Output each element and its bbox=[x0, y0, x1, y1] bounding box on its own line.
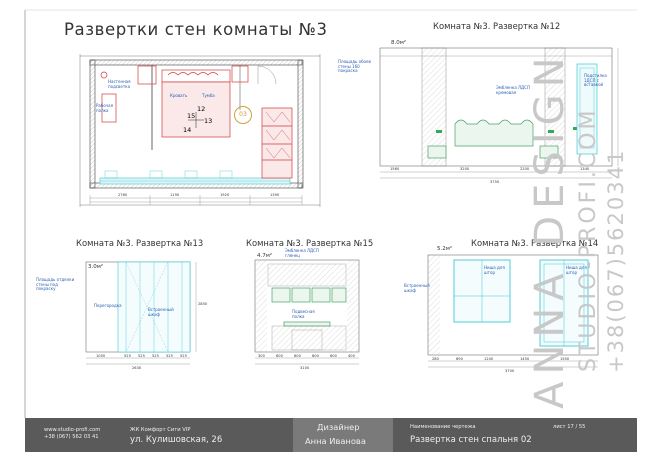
dim: 690 bbox=[456, 357, 464, 361]
dim: 600 bbox=[294, 354, 302, 358]
title-block: www.studio-profi.com +38 (067) 562 03 41… bbox=[25, 418, 637, 452]
dim: 525 bbox=[180, 354, 187, 358]
plan-dim: 1920 bbox=[220, 193, 230, 197]
plan-note: Тумба bbox=[202, 93, 215, 98]
footer-address: ул. Кулишовская, 26 bbox=[130, 435, 223, 445]
room-number-badge: 03 bbox=[234, 106, 252, 124]
panel-13-area: 3.0м² bbox=[88, 264, 104, 270]
note: Площадь отделки стены под покраску bbox=[36, 277, 75, 292]
note: Ниша для штор bbox=[484, 265, 505, 275]
footer-designer-label: Дизайнер bbox=[317, 422, 360, 432]
plan-note: Настенная подсветка bbox=[108, 79, 131, 89]
footer-drawing-name: Развертка стен спальня 02 bbox=[410, 435, 532, 445]
note: Встроенный шкаф bbox=[148, 307, 174, 317]
dim-height: 2850 bbox=[198, 302, 208, 306]
footer-site: www.studio-profi.com bbox=[44, 427, 101, 433]
dim: 400 bbox=[348, 354, 356, 358]
footer-designer-name: Анна Иванова bbox=[305, 436, 366, 446]
note: Ниша для штор bbox=[566, 265, 587, 275]
dim-total: 3100 bbox=[300, 366, 310, 370]
note: Встроенный шкаф bbox=[404, 283, 430, 293]
plan-marker: 14 bbox=[183, 126, 191, 134]
note: Перегородка bbox=[94, 303, 122, 308]
plan-dim: 1390 bbox=[270, 193, 280, 197]
dim: 600 bbox=[312, 354, 320, 358]
dim: 525 bbox=[138, 354, 145, 358]
brand-watermark-phone: +38(067)5620341 bbox=[604, 148, 628, 373]
dim: 1500 bbox=[560, 357, 570, 361]
footer-complex: ЖК Комфорт Сити VIP bbox=[130, 427, 191, 433]
brand-watermark-site: STUDIO-PROFI.COM bbox=[576, 107, 601, 372]
dim: 525 bbox=[152, 354, 159, 358]
dim: 1050 bbox=[96, 354, 106, 358]
panel-15-area: 4.7м² bbox=[257, 253, 273, 259]
note: Эмбленка ЛДСП кремовая bbox=[496, 85, 530, 95]
footer-phone: +38 (067) 562 03 41 bbox=[44, 434, 99, 440]
panel-12-title: Комната №3. Развертка №12 bbox=[433, 21, 561, 31]
plan-dim: 2760 bbox=[118, 193, 128, 197]
dim: 1340 bbox=[580, 167, 590, 171]
plan-note: Кровать bbox=[170, 93, 188, 98]
note: Подстилка 1ДСП с вставкой bbox=[584, 73, 607, 88]
dim: 300 bbox=[258, 354, 266, 358]
plan-dim: 1190 bbox=[170, 193, 180, 197]
note: Площадь обоев стены 160 покраска bbox=[338, 59, 371, 74]
dim: 1560 bbox=[390, 167, 400, 171]
footer-sheet-number: лист 17 / 55 bbox=[553, 424, 586, 430]
dim: 1450 bbox=[520, 357, 530, 361]
panel-12-area: 8.0м² bbox=[391, 40, 407, 46]
sheet-title: Развертки стен комнаты №3 bbox=[64, 20, 328, 39]
dim: 3200 bbox=[460, 167, 470, 171]
plan-marker: 15 bbox=[187, 112, 195, 120]
dim: 280 bbox=[432, 357, 440, 361]
panel-13-title: Комната №3. Развертка №13 bbox=[76, 238, 204, 248]
brand-watermark-main: HANNA DESIGN bbox=[527, 50, 573, 446]
dim: 600 bbox=[276, 354, 284, 358]
panel-14-title: Комната №3. Развертка №14 bbox=[471, 238, 599, 248]
dim: 525 bbox=[124, 354, 131, 358]
footer-drawing-label: Наименование чертежа bbox=[410, 424, 476, 430]
dim: 525 bbox=[166, 354, 173, 358]
plan-marker: 13 bbox=[204, 117, 212, 125]
designer-box bbox=[293, 418, 393, 452]
dim: 600 bbox=[330, 354, 338, 358]
dim: 1200 bbox=[484, 357, 494, 361]
panel-15-title: Комната №3. Развертка №15 bbox=[246, 238, 374, 248]
dim-total: 2630 bbox=[132, 366, 142, 370]
plan-note: Рабочая полка bbox=[96, 103, 113, 113]
plan-marker: 12 bbox=[197, 105, 205, 113]
dim-total: 3750 bbox=[490, 180, 500, 184]
note: Эмбленка ЛДСП глянец bbox=[285, 248, 319, 258]
dim: 2200 bbox=[520, 167, 530, 171]
dim-total: 3700 bbox=[505, 369, 515, 373]
panel-14-area: 5.2м² bbox=[437, 246, 453, 252]
note: Подвесная полка bbox=[292, 309, 315, 319]
